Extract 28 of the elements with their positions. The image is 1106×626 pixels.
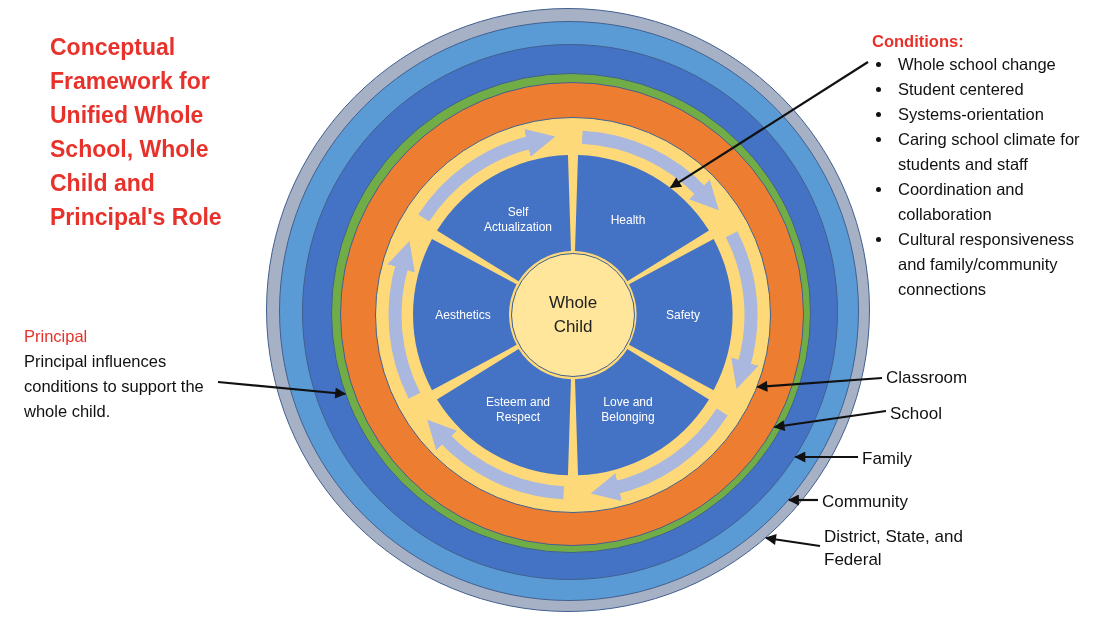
callout-label: Community xyxy=(822,490,962,513)
bullet-item: Coordination and collaboration xyxy=(898,180,1024,223)
leader-line xyxy=(794,451,858,463)
heading: Conditions: xyxy=(872,31,964,52)
sector-label: Safety xyxy=(664,307,701,323)
callout-label: District, State, and Federal xyxy=(824,525,994,571)
bullet-item: Whole school change xyxy=(898,55,1056,73)
leader-line xyxy=(773,409,887,432)
bullet-item: Caring school climate for students and staff xyxy=(898,130,1080,173)
callout-label: Family xyxy=(862,447,982,470)
description: Principal influences conditions to support the whole child. xyxy=(24,351,205,422)
leader-line xyxy=(217,380,347,399)
leader-line xyxy=(764,534,821,548)
sector-label: Self Actualization xyxy=(482,204,553,235)
bullet-item: Systems-orientation xyxy=(898,105,1044,123)
sector-label: Love and Belonging xyxy=(600,395,656,426)
sector-label: Aesthetics xyxy=(434,307,492,323)
bullet-item: Cultural responsiveness and family/community connections xyxy=(898,230,1075,298)
center-label: Whole Child xyxy=(547,292,599,338)
title: Conceptual Framework for Unified Whole School, Whole Child and Principal's Role xyxy=(50,33,223,232)
sector-label: Health xyxy=(609,212,647,228)
leader-line xyxy=(756,376,883,392)
sector-label: Esteem and Respect xyxy=(484,395,551,426)
callout-label: Classroom xyxy=(886,366,1006,389)
heading: Principal xyxy=(24,326,88,347)
callout-label: School xyxy=(890,402,1010,425)
bullet-item: Student centered xyxy=(898,80,1024,98)
leader-line xyxy=(669,61,869,189)
